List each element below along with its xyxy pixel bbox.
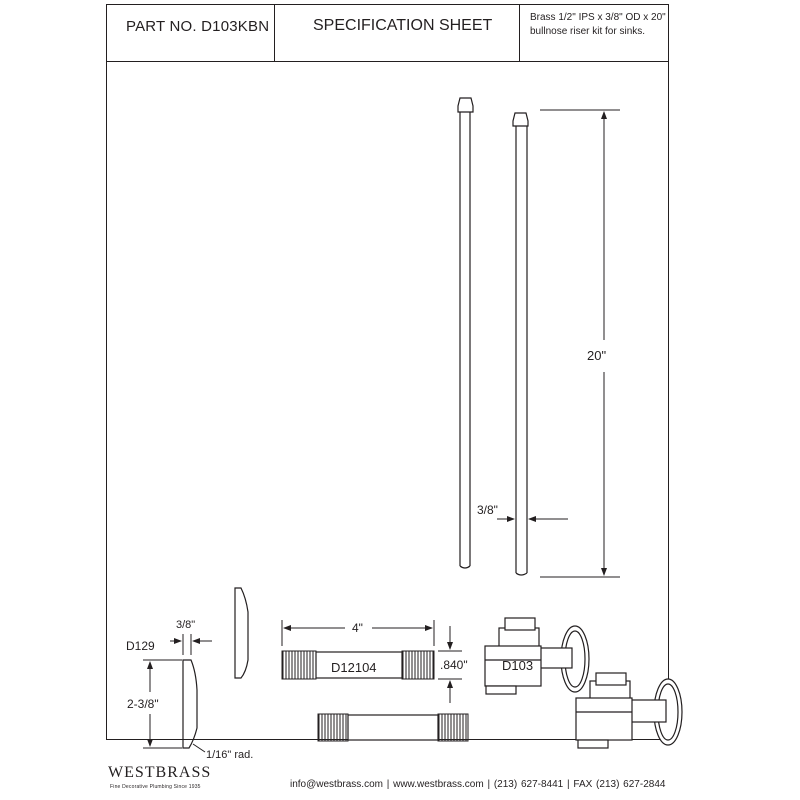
page-title: SPECIFICATION SHEET: [313, 17, 493, 34]
angle-valve-top: [484, 617, 590, 695]
part-number: PART NO. D103KBN: [126, 18, 270, 35]
riser-length-label: 20": [587, 348, 606, 363]
nipple-label: D12104: [331, 660, 377, 675]
escutcheon-profile: [234, 587, 249, 679]
angle-valve-bottom: [575, 672, 683, 749]
escutcheon-thickness-dimension: [170, 634, 212, 655]
brand-tagline: Fine Decorative Plumbing Since 1935: [110, 784, 201, 790]
escutcheon-label: D129: [126, 639, 155, 653]
title-cell: SPECIFICATION SHEET: [275, 4, 520, 62]
escutcheon-height-label: 2-3/8": [127, 697, 159, 711]
nipple-bottom: [317, 713, 469, 742]
nipple-length-dimension: [281, 620, 435, 646]
riser-tube-right: [512, 112, 529, 576]
escutcheon-radius-label: 1/16" rad.: [206, 749, 253, 761]
radius-leader: [192, 743, 206, 753]
valve-label: D103: [502, 658, 533, 673]
part-number-cell: PART NO. D103KBN: [106, 4, 275, 62]
nipple-length-label: 4": [352, 621, 363, 635]
nipple-diameter-label: .840": [440, 658, 468, 672]
description-cell: Brass 1/2" IPS x 3/8" OD x 20" bullnose …: [520, 4, 669, 62]
riser-tube-left: [457, 97, 474, 569]
description-line-2: bullnose riser kit for sinks.: [530, 26, 646, 37]
escutcheon-height-dimension: [143, 659, 182, 749]
brand-logo: WESTBRASS: [108, 764, 212, 781]
riser-length-dimension: [540, 109, 620, 578]
nipple-top: [281, 650, 435, 680]
contact-info: info@westbrass.com | www.westbrass.com |…: [290, 779, 666, 790]
escutcheon-thickness-label: 3/8": [176, 619, 195, 631]
riser-diameter-label: 3/8": [477, 503, 498, 517]
nipple-diameter-dimension: [438, 626, 462, 703]
description-line-1: Brass 1/2" IPS x 3/8" OD x 20": [530, 12, 666, 23]
escutcheon-section: [182, 659, 198, 749]
